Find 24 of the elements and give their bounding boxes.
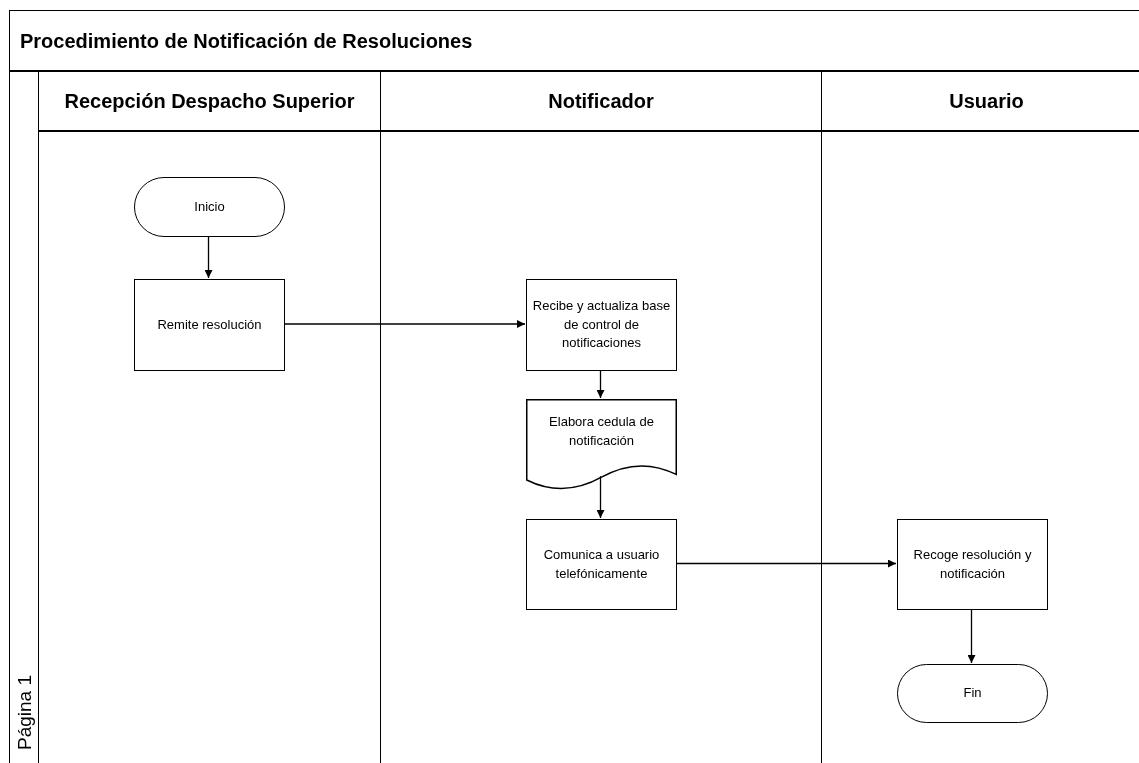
arrow [967, 608, 976, 664]
step-label: Elabora cedula de notificación [548, 413, 655, 451]
arrow [675, 559, 897, 568]
process-box [134, 279, 285, 371]
terminator-shape [134, 177, 285, 237]
pool-frame [9, 10, 1139, 763]
lane-header: Usuario [948, 88, 1025, 114]
arrow [204, 235, 213, 279]
phase-label: Página 1 [13, 674, 36, 750]
step-label: Remite resolución [157, 315, 262, 334]
step-label: Comunica a usuario telefónicamente [542, 545, 661, 583]
process-box [526, 279, 677, 371]
step-label: Recibe y actualiza base de control de notificaciones [531, 296, 672, 353]
process-box [897, 519, 1048, 610]
process-box [526, 519, 677, 610]
step-label: Inicio [194, 197, 225, 216]
arrow [596, 369, 605, 399]
pool-title: Procedimiento de Notificación de Resoluciones [19, 28, 474, 54]
lane-header: Notificador [547, 88, 655, 114]
step-label: Fin [963, 684, 982, 703]
step-label: Recoge resolución y notificación [912, 545, 1033, 583]
lane-header: Recepción Despacho Superior [63, 88, 356, 114]
arrow [283, 320, 526, 328]
arrow [596, 475, 605, 519]
